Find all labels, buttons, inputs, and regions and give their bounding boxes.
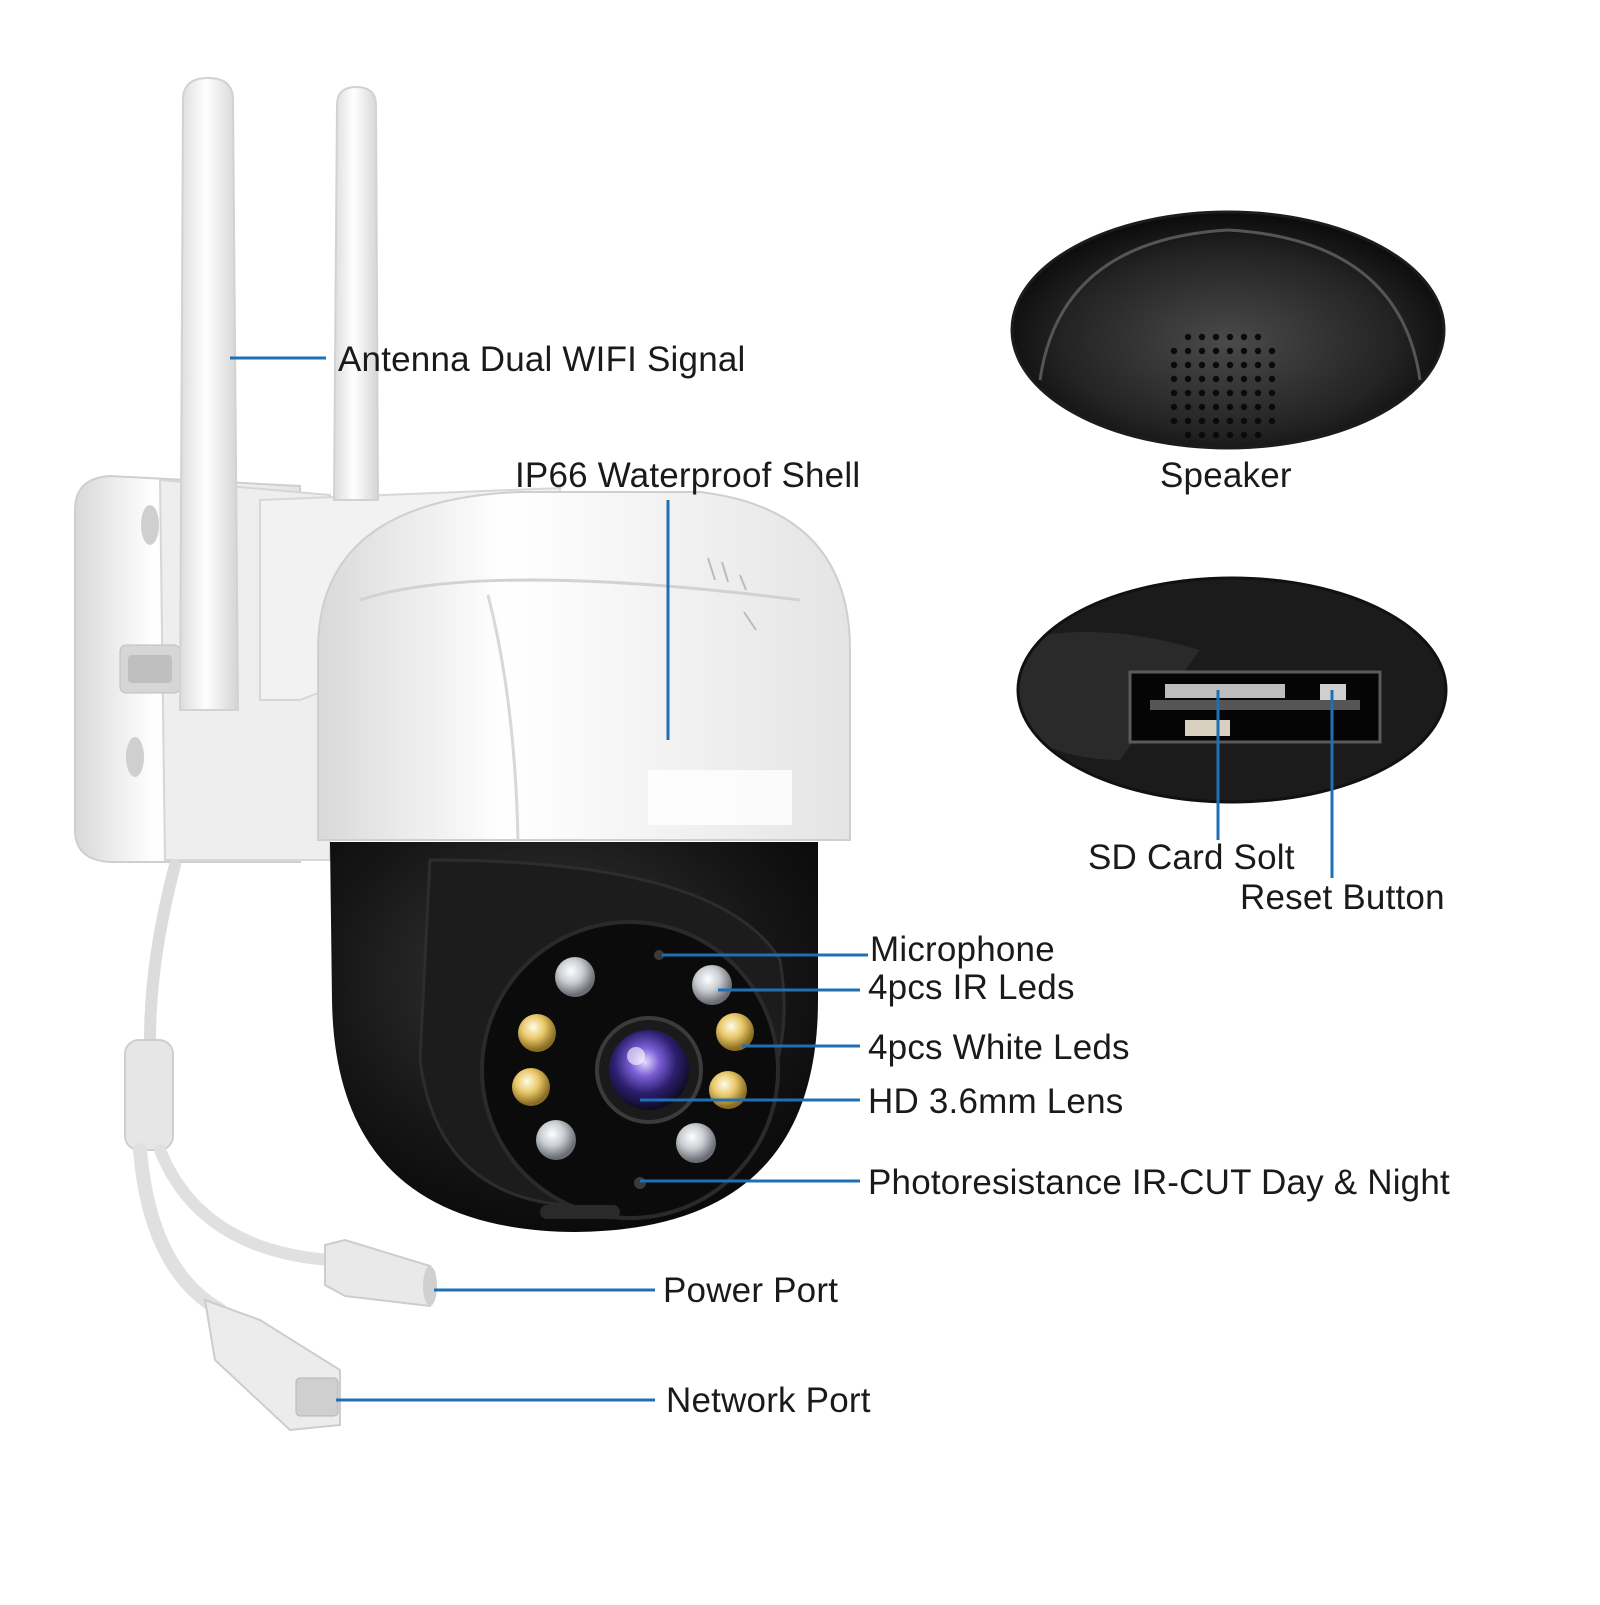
speaker-hole bbox=[1184, 347, 1192, 355]
speaker-hole bbox=[1198, 431, 1206, 439]
ir-led bbox=[676, 1123, 716, 1163]
speaker-hole bbox=[1198, 375, 1206, 383]
speaker-hole bbox=[1198, 333, 1206, 341]
label-shell: IP66 Waterproof Shell bbox=[515, 456, 861, 495]
speaker-hole bbox=[1198, 403, 1206, 411]
speaker-hole bbox=[1240, 375, 1248, 383]
speaker-hole bbox=[1254, 361, 1262, 369]
speaker-hole bbox=[1254, 389, 1262, 397]
speaker-hole bbox=[1268, 361, 1276, 369]
speaker-hole bbox=[1268, 347, 1276, 355]
speaker-hole bbox=[1226, 389, 1234, 397]
speaker-hole bbox=[1170, 361, 1178, 369]
sd-card-inset bbox=[1016, 576, 1448, 804]
ir-led bbox=[536, 1120, 576, 1160]
label-network-port: Network Port bbox=[666, 1381, 871, 1420]
speaker-hole bbox=[1184, 361, 1192, 369]
cables bbox=[124, 859, 336, 1317]
speaker-hole bbox=[1212, 403, 1220, 411]
speaker-hole bbox=[1212, 347, 1220, 355]
white-led bbox=[709, 1071, 747, 1109]
speaker-hole bbox=[1198, 347, 1206, 355]
speaker-hole bbox=[1268, 375, 1276, 383]
antenna-left bbox=[178, 76, 240, 711]
speaker-hole bbox=[1268, 403, 1276, 411]
speaker-hole bbox=[1268, 389, 1276, 397]
speaker-hole bbox=[1240, 361, 1248, 369]
leader-lines bbox=[230, 356, 1334, 1402]
ir-leds bbox=[536, 957, 732, 1163]
speaker-hole bbox=[1226, 361, 1234, 369]
antenna-right bbox=[332, 85, 380, 501]
speaker-hole bbox=[1254, 403, 1262, 411]
label-microphone: Microphone bbox=[870, 930, 1055, 969]
speaker-grille bbox=[1170, 333, 1276, 439]
speaker-hole bbox=[1254, 347, 1262, 355]
speaker-hole bbox=[1226, 417, 1234, 425]
speaker-hole bbox=[1254, 375, 1262, 383]
speaker-hole bbox=[1212, 361, 1220, 369]
speaker-hole bbox=[1184, 389, 1192, 397]
speaker-hole bbox=[1198, 417, 1206, 425]
network-port-connector bbox=[203, 1298, 341, 1432]
speaker-hole bbox=[1170, 347, 1178, 355]
ir-led bbox=[692, 965, 732, 1005]
speaker-hole bbox=[1254, 333, 1262, 341]
microphone-hole bbox=[654, 950, 664, 960]
waterproof-shell bbox=[317, 491, 851, 841]
label-reset: Reset Button bbox=[1240, 878, 1445, 917]
speaker-hole bbox=[1184, 417, 1192, 425]
speaker-hole bbox=[1212, 333, 1220, 341]
speaker-hole bbox=[1184, 403, 1192, 411]
camera-lens bbox=[595, 1016, 703, 1124]
speaker-hole bbox=[1226, 347, 1234, 355]
label-antenna: Antenna Dual WIFI Signal bbox=[338, 340, 746, 379]
label-lens: HD 3.6mm Lens bbox=[868, 1082, 1124, 1121]
speaker-hole bbox=[1240, 347, 1248, 355]
speaker-hole bbox=[1254, 431, 1262, 439]
speaker-hole bbox=[1268, 417, 1276, 425]
speaker-hole bbox=[1198, 361, 1206, 369]
speaker-hole bbox=[1226, 431, 1234, 439]
speaker-hole bbox=[1226, 403, 1234, 411]
speaker-hole bbox=[1240, 403, 1248, 411]
white-led bbox=[518, 1014, 556, 1052]
speaker-hole bbox=[1212, 375, 1220, 383]
power-port-connector bbox=[324, 1238, 437, 1308]
label-photoresistance: Photoresistance IR-CUT Day & Night bbox=[868, 1163, 1450, 1202]
speaker-hole bbox=[1184, 375, 1192, 383]
speaker-hole bbox=[1184, 431, 1192, 439]
speaker-hole bbox=[1226, 333, 1234, 341]
label-ir-leds: 4pcs IR Leds bbox=[868, 968, 1075, 1007]
speaker-hole bbox=[1240, 389, 1248, 397]
speaker-hole bbox=[1254, 417, 1262, 425]
speaker-hole bbox=[1240, 431, 1248, 439]
speaker-hole bbox=[1212, 389, 1220, 397]
speaker-hole bbox=[1212, 417, 1220, 425]
speaker-inset bbox=[1010, 210, 1446, 450]
speaker-hole bbox=[1226, 375, 1234, 383]
speaker-hole bbox=[1184, 333, 1192, 341]
ir-led bbox=[555, 957, 595, 997]
speaker-hole bbox=[1240, 333, 1248, 341]
speaker-hole bbox=[1240, 417, 1248, 425]
label-sd-card: SD Card Solt bbox=[1088, 838, 1295, 877]
label-white-leds: 4pcs White Leds bbox=[868, 1028, 1130, 1067]
photoresistor bbox=[634, 1177, 646, 1189]
speaker-hole bbox=[1198, 389, 1206, 397]
white-led bbox=[716, 1013, 754, 1051]
label-power-port: Power Port bbox=[663, 1271, 839, 1310]
speaker-hole bbox=[1170, 375, 1178, 383]
speaker-hole bbox=[1212, 431, 1220, 439]
speaker-hole bbox=[1170, 403, 1178, 411]
white-led bbox=[512, 1068, 550, 1106]
label-speaker: Speaker bbox=[1160, 456, 1292, 495]
speaker-hole bbox=[1170, 389, 1178, 397]
speaker-hole bbox=[1170, 417, 1178, 425]
